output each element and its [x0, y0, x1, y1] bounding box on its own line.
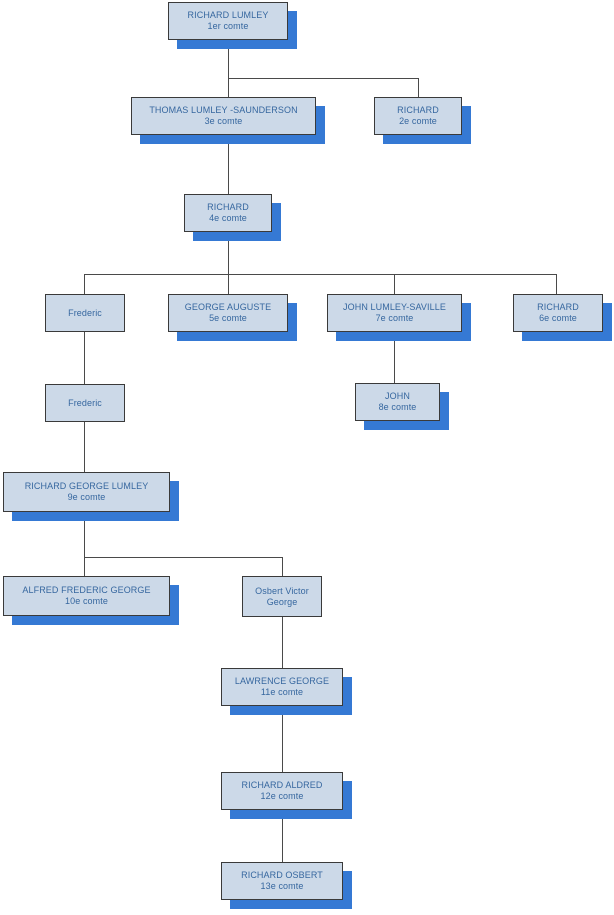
node-title: 6e comte: [539, 313, 577, 323]
node-name: THOMAS LUMLEY -SAUNDERSON: [149, 105, 298, 115]
node-name: RICHARD: [537, 302, 579, 312]
tree-node[interactable]: Frederic: [45, 294, 125, 332]
connector-line: [228, 40, 229, 78]
connector-line: [394, 274, 395, 294]
node-name: JOHN: [385, 391, 410, 401]
connector-line: [84, 557, 85, 576]
node-title: George: [266, 596, 298, 607]
connector-line: [282, 557, 283, 576]
connector-line: [282, 706, 283, 772]
connector-line: [418, 78, 419, 97]
connector-line: [228, 78, 229, 97]
node-name: Frederic: [68, 397, 102, 408]
node-name: RICHARD: [397, 105, 439, 115]
connector-line: [556, 274, 557, 294]
node-title: 8e comte: [378, 402, 417, 412]
connector-line: [228, 232, 229, 274]
node-title: 10e comte: [65, 596, 108, 606]
node-name: RICHARD: [207, 202, 249, 212]
node-name: ALFRED FREDERIC GEORGE: [22, 585, 151, 595]
node-name: LAWRENCE GEORGE: [234, 676, 330, 686]
connector-line: [84, 332, 85, 384]
connector-line: [282, 810, 283, 862]
node-name: GEORGE AUGUSTE: [184, 302, 272, 312]
node-name: RICHARD GEORGE LUMLEY: [24, 481, 149, 491]
node-name: RICHARD ALDRED: [241, 780, 323, 790]
node-title: 7e comte: [375, 313, 414, 323]
node-title: 11e comte: [260, 687, 304, 697]
node-name: RICHARD OSBERT: [241, 870, 323, 880]
tree-node[interactable]: Frederic: [45, 384, 125, 422]
node-name: Osbert Victor: [255, 585, 309, 596]
node-title: 2e comte: [399, 116, 437, 126]
node-title: 5e comte: [209, 313, 247, 323]
connector-line: [282, 617, 283, 668]
node-title: 1er comte: [207, 21, 249, 31]
node-title: 9e comte: [67, 492, 106, 502]
connector-line: [228, 274, 229, 294]
connector-line: [228, 135, 229, 194]
node-title: 13e comte: [260, 881, 304, 891]
connector-line: [84, 557, 282, 558]
node-name: Frederic: [68, 307, 102, 318]
node-name: RICHARD LUMLEY: [187, 10, 269, 20]
connector-line: [84, 422, 85, 472]
node-title: 3e comte: [204, 116, 243, 126]
node-title: 12e comte: [260, 791, 304, 801]
connector-line: [228, 78, 418, 79]
node-name: JOHN LUMLEY-SAVILLE: [343, 302, 446, 312]
connector-line: [394, 332, 395, 383]
node-title: 4e comte: [209, 213, 247, 223]
connector-line: [84, 274, 556, 275]
connector-line: [84, 274, 85, 294]
connector-line: [84, 512, 85, 557]
